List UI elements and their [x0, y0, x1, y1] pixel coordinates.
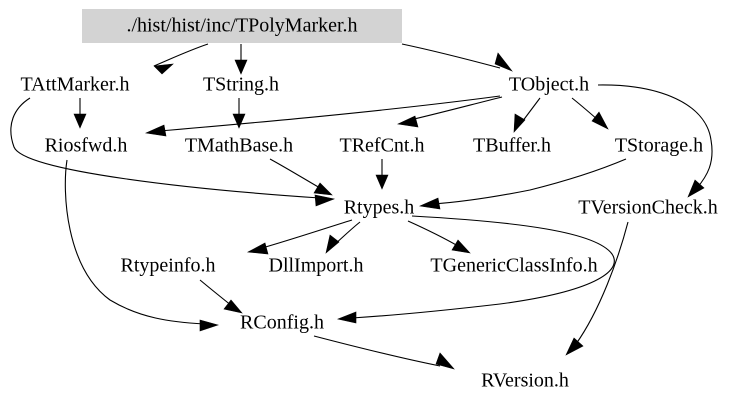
- edge-line: [261, 219, 353, 249]
- edge-line: [597, 84, 713, 189]
- arrowhead-icon: [435, 352, 455, 370]
- node-label: Rtypeinfo.h: [121, 255, 216, 277]
- arrowhead-icon: [73, 113, 87, 129]
- arrowhead-icon: [451, 239, 471, 254]
- node-tmathbase[interactable]: TMathBase.h: [185, 135, 293, 157]
- edge-tattmarker-to-riosfwd: [73, 98, 87, 129]
- edge-line: [401, 43, 501, 69]
- node-label: TAttMarker.h: [21, 74, 130, 96]
- arrowhead-icon: [325, 234, 340, 254]
- edge-tobject-to-riosfwd: [144, 95, 501, 137]
- edge-tobject-to-tstorage: [571, 97, 609, 130]
- node-label: Rtypes.h: [344, 197, 415, 219]
- edge-tstorage-to-rtypes: [418, 158, 627, 210]
- edge-root-to-tstring: [234, 44, 248, 75]
- arrowhead-icon: [336, 311, 357, 324]
- edge-line: [10, 97, 321, 199]
- node-label: ./hist/hist/inc/TPolyMarker.h: [126, 15, 357, 37]
- edge-tstring-to-tmathbase: [232, 98, 246, 129]
- node-label: TString.h: [203, 74, 279, 96]
- edge-line: [571, 97, 599, 121]
- node-label: TStorage.h: [615, 135, 703, 157]
- edge-line: [433, 158, 627, 205]
- arrowhead-icon: [565, 337, 584, 356]
- edge-line: [409, 96, 503, 121]
- node-tstorage[interactable]: TStorage.h: [615, 135, 703, 157]
- edge-rconfig-to-rversion: [313, 335, 455, 370]
- arrowhead-icon: [199, 319, 220, 332]
- edge-tversioncheck-to-rversion: [565, 221, 629, 356]
- node-trefcnt[interactable]: TRefCnt.h: [340, 135, 425, 157]
- nodes-layer: ./hist/hist/inc/TPolyMarker.hTAttMarker.…: [21, 9, 718, 392]
- arrowhead-icon: [234, 59, 248, 75]
- node-tbuffer[interactable]: TBuffer.h: [473, 135, 551, 157]
- edge-line: [407, 220, 459, 247]
- node-root[interactable]: ./hist/hist/inc/TPolyMarker.h: [82, 9, 402, 43]
- arrowhead-icon: [375, 174, 389, 190]
- node-label: RVersion.h: [481, 370, 569, 392]
- arrowhead-icon: [396, 115, 419, 128]
- arrowhead-icon: [591, 111, 609, 130]
- node-tstring[interactable]: TString.h: [203, 74, 279, 96]
- edge-line: [269, 158, 321, 189]
- edge-line: [159, 95, 501, 132]
- edge-riosfwd-to-rconfig: [64, 159, 220, 332]
- edge-tobject-to-trefcnt: [396, 96, 503, 128]
- node-label: DllImport.h: [269, 255, 364, 277]
- edge-line: [521, 97, 541, 123]
- edge-line: [153, 43, 209, 67]
- edge-tattmarker-to-rtypes: [10, 97, 336, 207]
- arrowhead-icon: [313, 182, 333, 196]
- node-label: RConfig.h: [240, 312, 324, 334]
- node-label: TGenericClassInfo.h: [430, 255, 597, 277]
- arrowhead-icon: [246, 242, 269, 255]
- node-riosfwd[interactable]: Riosfwd.h: [45, 135, 128, 157]
- edge-line: [575, 221, 629, 345]
- edge-rtypeinfo-to-rconfig: [199, 279, 243, 314]
- arrowhead-icon: [232, 113, 246, 129]
- edge-rtypes-to-rtypeinfo: [246, 219, 353, 255]
- node-tgenericclassinfo[interactable]: TGenericClassInfo.h: [430, 255, 597, 277]
- edge-line: [64, 159, 205, 325]
- edge-rtypes-to-tgenericclassinfo: [407, 220, 471, 254]
- arrowhead-icon: [144, 124, 167, 137]
- arrowhead-icon: [687, 179, 705, 198]
- node-rtypeinfo[interactable]: Rtypeinfo.h: [121, 255, 216, 277]
- edge-line: [199, 279, 233, 307]
- arrowhead-icon: [494, 52, 513, 72]
- node-tobject[interactable]: TObject.h: [509, 74, 589, 96]
- edge-tobject-to-tbuffer: [513, 97, 541, 133]
- arrowhead-icon: [314, 194, 336, 207]
- node-label: TRefCnt.h: [340, 135, 425, 157]
- arrowhead-icon: [153, 63, 174, 75]
- node-rtypes[interactable]: Rtypes.h: [344, 197, 415, 219]
- edges-layer: [10, 43, 713, 370]
- edge-tobject-to-tversioncheck: [597, 84, 713, 198]
- node-label: Riosfwd.h: [45, 135, 128, 157]
- edge-rtypes-to-rconfig: [336, 215, 615, 324]
- edge-line: [313, 335, 441, 367]
- edge-trefcnt-to-rtypes: [375, 159, 389, 190]
- node-dllimport[interactable]: DllImport.h: [269, 255, 364, 277]
- edge-tmathbase-to-rtypes: [269, 158, 333, 196]
- node-label: TVersionCheck.h: [578, 197, 717, 219]
- edge-line: [351, 215, 615, 319]
- arrowhead-icon: [513, 113, 526, 133]
- edge-root-to-tobject: [401, 43, 513, 72]
- node-label: TMathBase.h: [185, 135, 293, 157]
- node-tversioncheck[interactable]: TVersionCheck.h: [578, 197, 717, 219]
- node-rversion[interactable]: RVersion.h: [481, 370, 569, 392]
- edge-rtypes-to-dllimport: [325, 221, 361, 254]
- node-label: TObject.h: [509, 74, 589, 96]
- edge-root-to-tattmarker: [153, 43, 209, 75]
- arrowhead-icon: [418, 197, 441, 210]
- node-background: [82, 9, 402, 43]
- node-tattmarker[interactable]: TAttMarker.h: [21, 74, 130, 96]
- node-rconfig[interactable]: RConfig.h: [240, 312, 324, 334]
- arrowhead-icon: [223, 299, 243, 314]
- node-label: TBuffer.h: [473, 135, 551, 157]
